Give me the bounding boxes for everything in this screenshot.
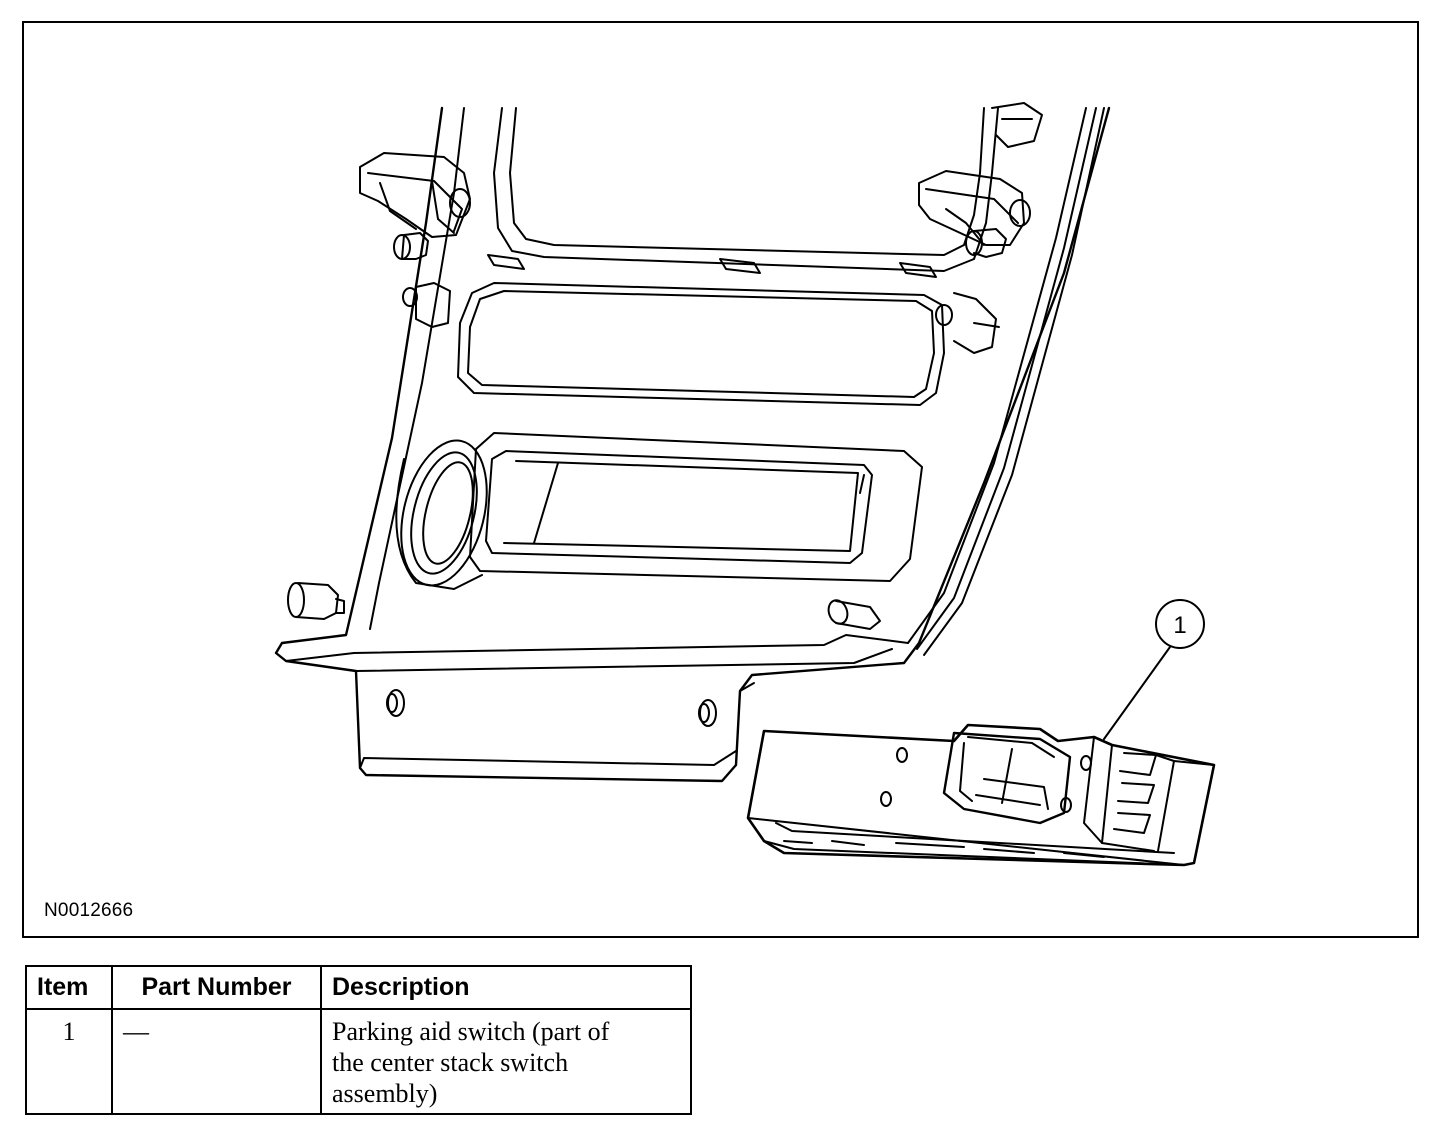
exploded-view-drawing: 1 [274,102,1216,867]
header-description: Description [320,965,692,1010]
parking-aid-switch-assembly [746,723,1216,867]
callout-1-label: 1 [1173,612,1186,639]
cell-item: 1 [25,1008,113,1115]
header-item: Item [25,965,113,1010]
cell-part-number: — [111,1008,322,1115]
center-stack-bezel [274,102,1111,783]
legend-header-row: Item Part Number Description [25,965,692,1010]
callout-1: 1 [1103,599,1205,740]
illustration-frame: 1 N0012666 [22,21,1419,938]
header-part-number: Part Number [111,965,322,1010]
legend-table: Item Part Number Description 1 — Parking… [25,965,692,1115]
figure-code: N0012666 [44,900,134,921]
